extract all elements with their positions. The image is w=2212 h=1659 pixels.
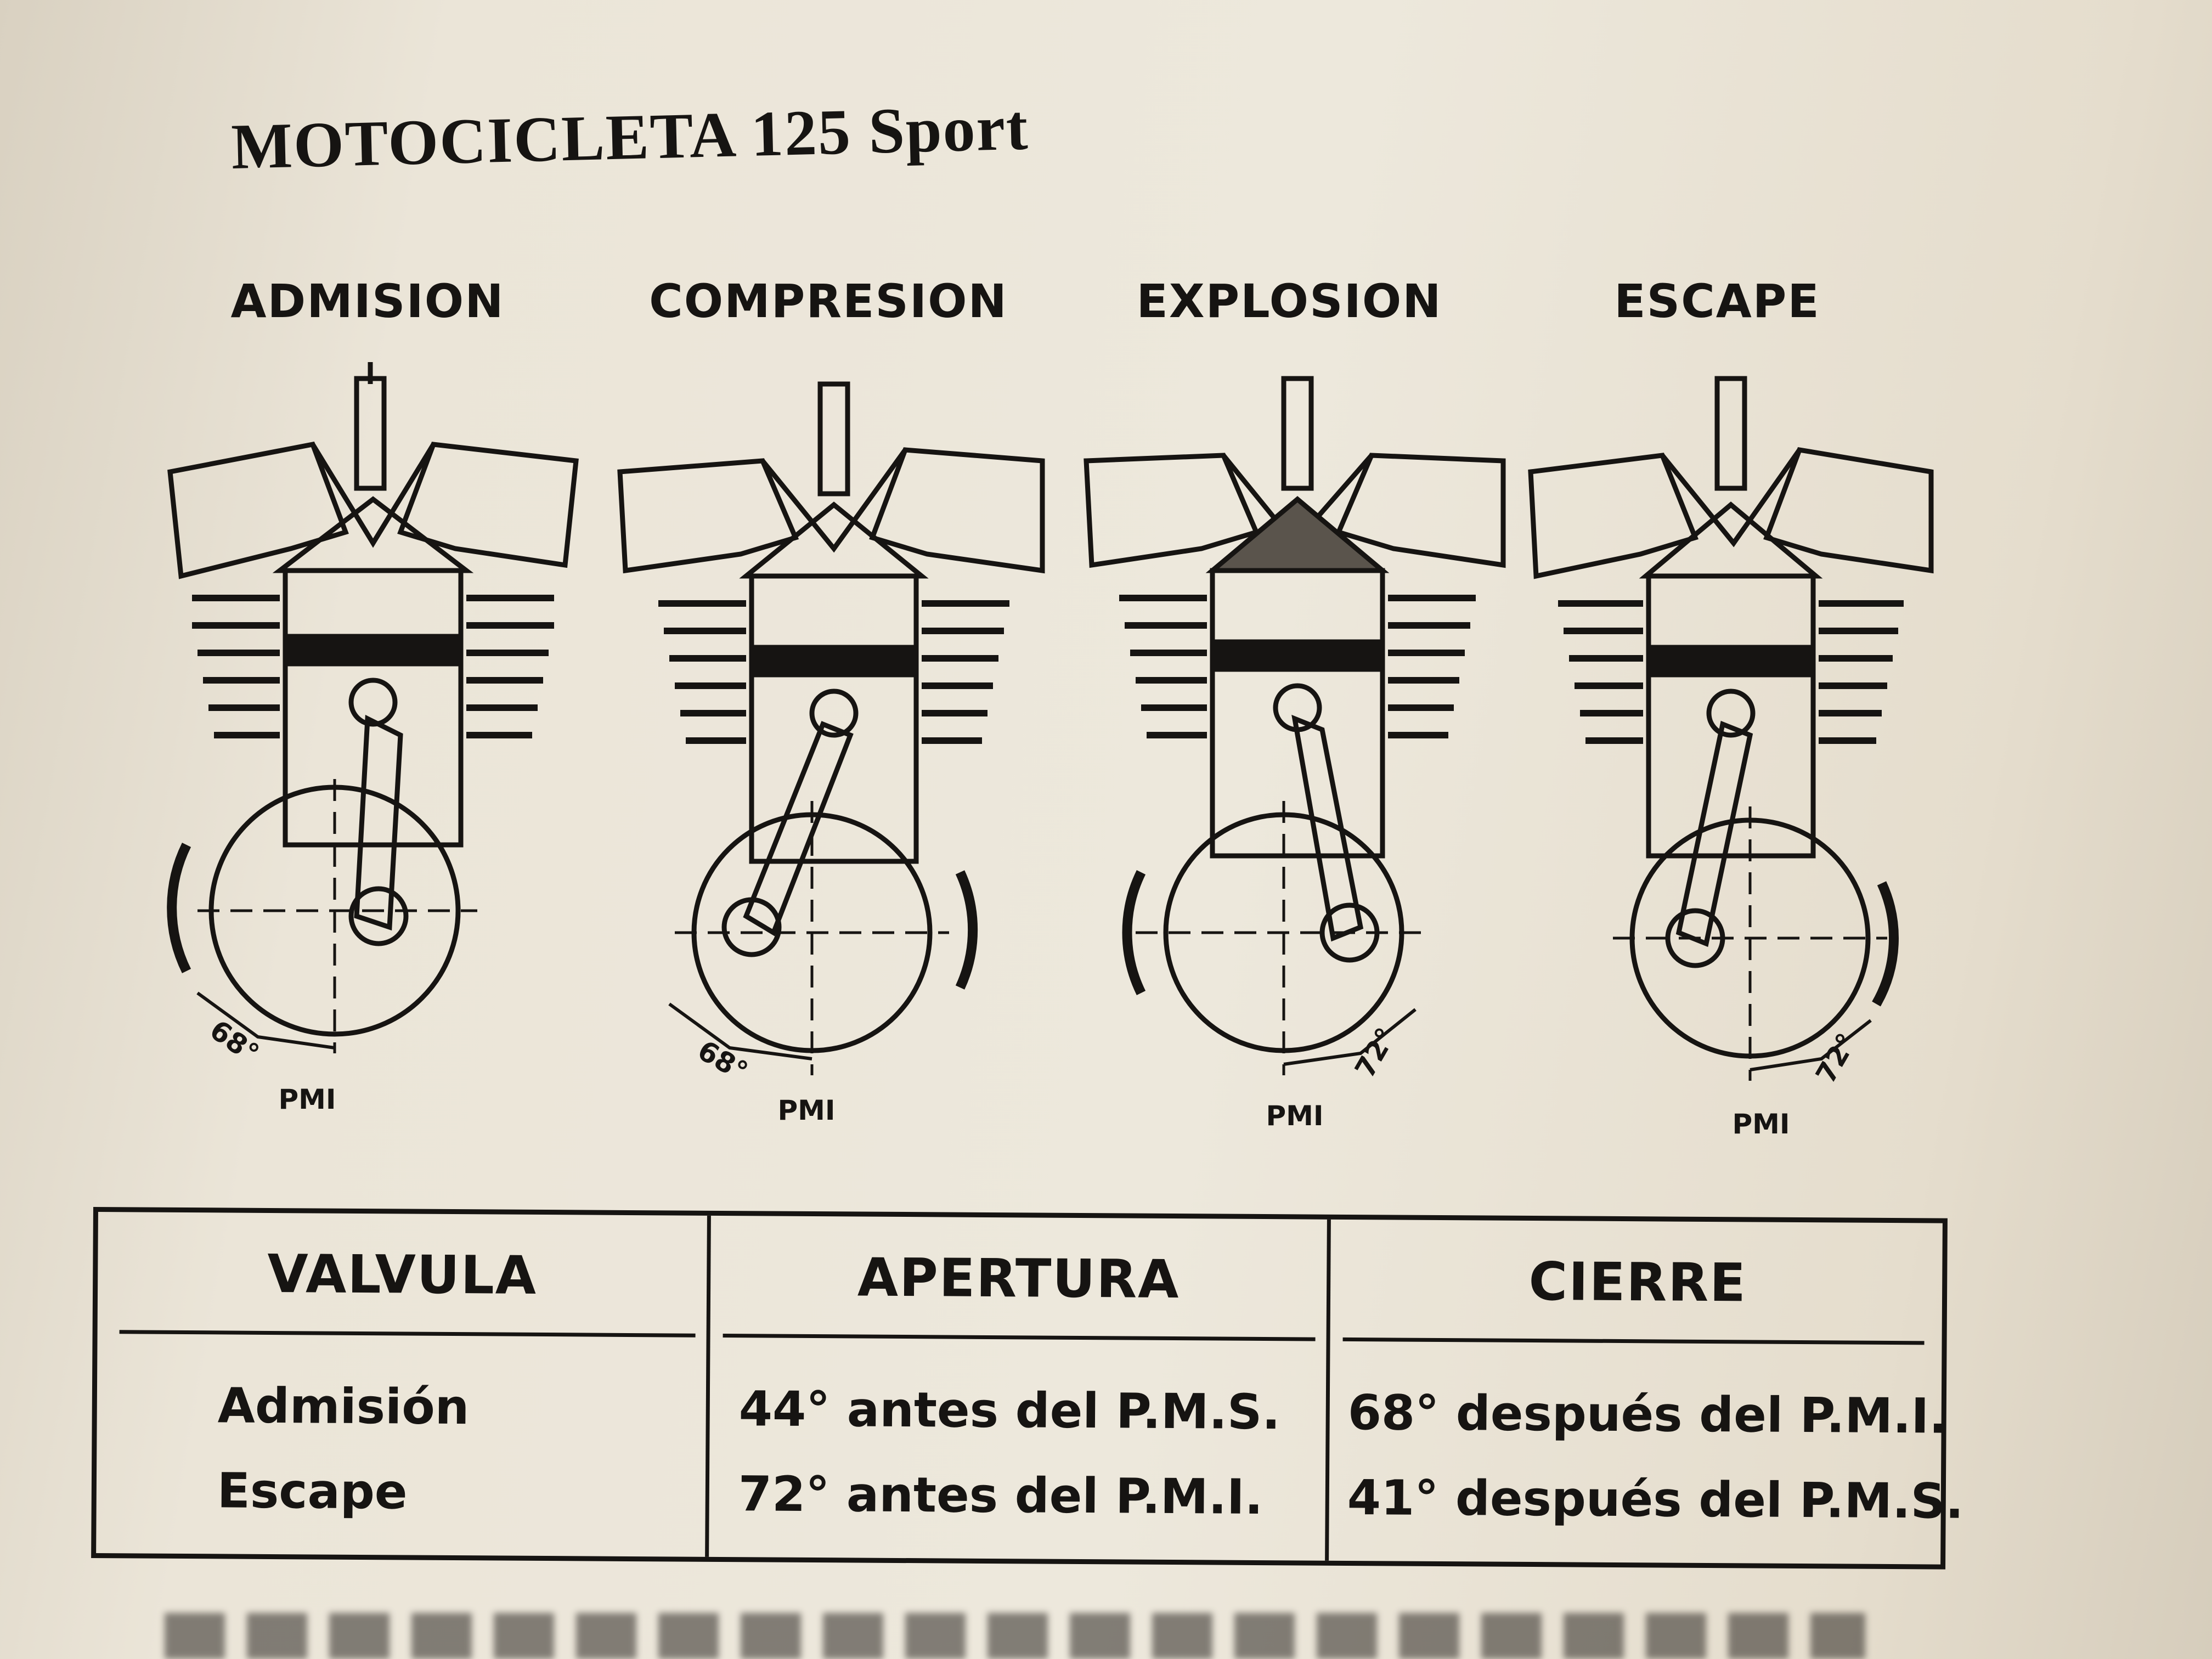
pmi-label-admision: PMI xyxy=(278,1084,336,1115)
engine-diagram-escape xyxy=(1528,376,1934,1081)
pmi-label-compresion: PMI xyxy=(777,1094,836,1126)
table-cell-apertura-admision: 44° antes del P.M.S. xyxy=(738,1380,1281,1441)
table-header-rule xyxy=(723,1334,1316,1341)
table-cell-valve-escape: Escape xyxy=(217,1462,408,1520)
table-cell-valve-admision: Admisión xyxy=(217,1377,470,1436)
stage-label-escape: ESCAPE xyxy=(1614,274,1820,328)
cut-off-text-line xyxy=(165,1613,1865,1659)
stage-label-admision: ADMISION xyxy=(230,274,505,328)
engine-diagram-compresion xyxy=(617,381,1045,1075)
table-header-rule xyxy=(119,1330,696,1338)
table-header-apertura: APERTURA xyxy=(857,1246,1180,1311)
table-header-valvula: VALVULA xyxy=(267,1243,538,1306)
table-header-rule xyxy=(1342,1337,1925,1345)
table-cell-cierre-escape: 41° después del P.M.S. xyxy=(1347,1469,1964,1530)
table-cell-cierre-admision: 68° después del P.M.I. xyxy=(1347,1384,1948,1444)
engine-diagram-explosion xyxy=(1084,376,1506,1075)
pmi-label-explosion: PMI xyxy=(1266,1100,1324,1132)
valve-timing-table: VALVULA APERTURA CIERRE Admisión 44° ant… xyxy=(91,1207,1964,1570)
page-title: MOTOCICLETA 125 Sport xyxy=(230,91,1030,183)
pmi-label-escape: PMI xyxy=(1732,1108,1790,1140)
stage-label-compresion: COMPRESION xyxy=(649,274,1008,328)
table-cell-apertura-escape: 72° antes del P.M.I. xyxy=(738,1465,1263,1526)
table-header-cierre: CIERRE xyxy=(1528,1250,1747,1314)
stage-label-explosion: EXPLOSION xyxy=(1136,274,1442,328)
engine-diagram-admision xyxy=(167,362,579,1053)
